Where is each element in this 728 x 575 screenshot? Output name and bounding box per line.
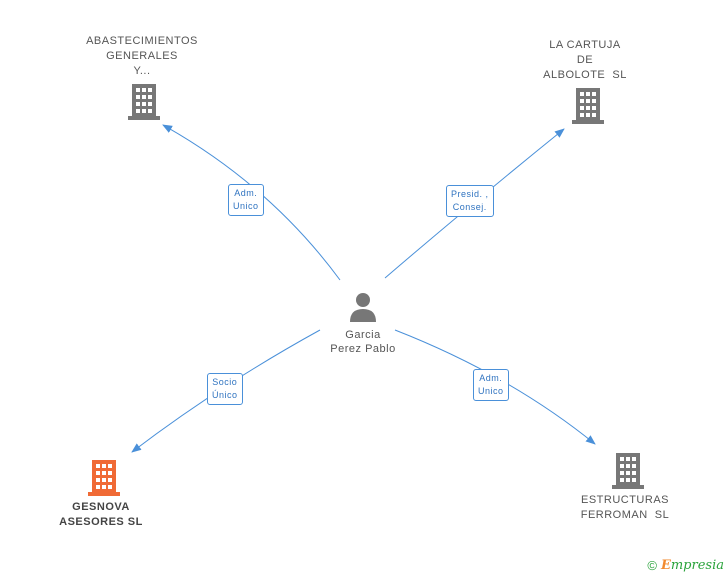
relation-label-abastecimientos[interactable]: Adm. Unico: [228, 184, 264, 216]
company-label-la-cartuja[interactable]: LA CARTUJA DE ALBOLOTE SL: [520, 38, 650, 83]
company-name-line: GENERALES: [106, 50, 178, 62]
company-name-line: GESNOVA: [72, 501, 130, 513]
company-name-line: DE: [576, 54, 594, 66]
empresia-watermark: © Empresia: [647, 558, 724, 573]
relation-text: Único: [212, 390, 238, 400]
company-label-estructuras[interactable]: ESTRUCTURAS FERROMAN SL: [560, 493, 690, 523]
relation-text: Presid. ,: [451, 189, 489, 199]
brand-logo: Empresia: [660, 558, 724, 573]
building-icon[interactable]: [128, 84, 160, 120]
building-icon[interactable]: [572, 88, 604, 124]
company-name-line: ESTRUCTURAS: [580, 494, 669, 506]
relation-text: Socio: [212, 377, 238, 387]
relation-label-gesnova[interactable]: Socio Único: [207, 373, 243, 405]
company-name-line: FERROMAN SL: [580, 509, 670, 521]
relation-text: Unico: [478, 386, 504, 396]
company-name-line: Y...: [133, 65, 151, 77]
company-name-line: ALBOLOTE SL: [543, 69, 627, 81]
relation-text: Adm.: [479, 373, 503, 383]
building-icon[interactable]: [612, 453, 644, 489]
person-icon[interactable]: [349, 292, 377, 322]
person-label[interactable]: Garcia Perez Pablo: [308, 328, 418, 356]
company-name-line: ASESORES SL: [59, 516, 143, 528]
relation-text: Adm.: [234, 188, 258, 198]
person-name-line: Perez Pablo: [330, 343, 396, 355]
copyright-icon: ©: [647, 558, 657, 573]
company-label-abastecimientos[interactable]: ABASTECIMIENTOS GENERALES Y...: [62, 34, 222, 79]
company-name-line: LA CARTUJA: [549, 39, 621, 51]
relation-text: Unico: [233, 201, 259, 211]
company-name-line: ABASTECIMIENTOS: [86, 35, 198, 47]
person-name-line: Garcia: [345, 329, 381, 341]
company-label-gesnova[interactable]: GESNOVA ASESORES SL: [30, 500, 172, 530]
relation-text: Consej.: [452, 202, 487, 212]
building-icon[interactable]: [88, 460, 120, 496]
relation-label-estructuras[interactable]: Adm. Unico: [473, 369, 509, 401]
relation-label-la-cartuja[interactable]: Presid. , Consej.: [446, 185, 494, 217]
